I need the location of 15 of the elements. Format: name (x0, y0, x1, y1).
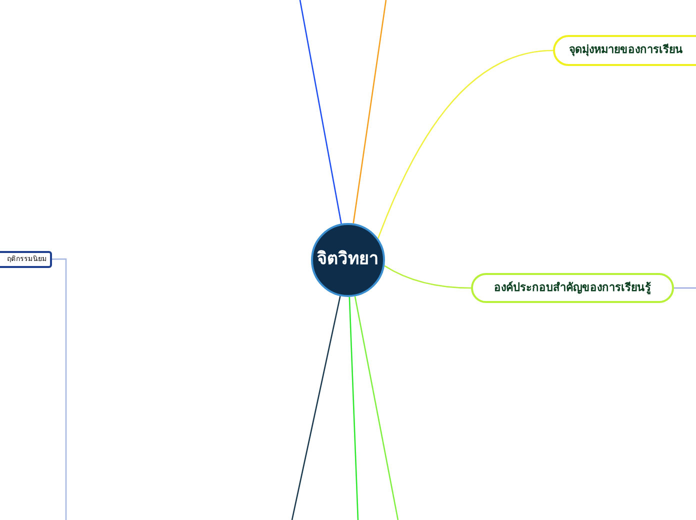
topic-box (471, 273, 674, 303)
topic-label: จิตวิทยา (317, 248, 379, 272)
connector-line (377, 50, 554, 239)
topic-label: องค์ประกอบสำคัญของการเรียนรู้ (494, 280, 651, 296)
connector-line (299, 0, 342, 224)
connector-line (674, 287, 696, 289)
topic-label: จุดมุ่งหมายของการเรียน (569, 42, 683, 58)
connector-line (384, 265, 472, 289)
topic-box (553, 35, 696, 66)
connector-line (348, 296, 359, 520)
connector-line (291, 296, 341, 520)
subtopic-box (0, 251, 52, 268)
connector-line (354, 296, 399, 520)
connector-line (352, 0, 387, 224)
connector-line (52, 258, 67, 520)
